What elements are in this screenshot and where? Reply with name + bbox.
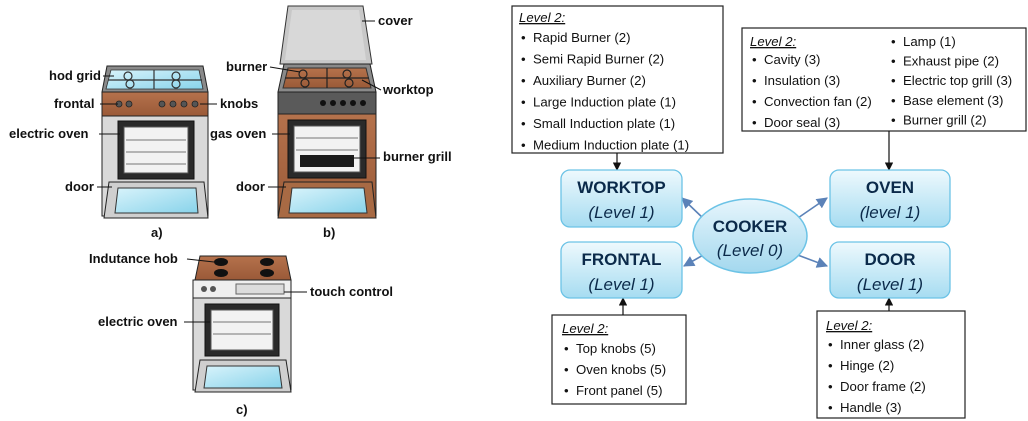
label-door-a: door bbox=[65, 179, 94, 194]
oven-level2-bullet: • bbox=[891, 73, 896, 88]
oven-level2-bullet: • bbox=[891, 112, 896, 127]
node-worktop-title: WORKTOP bbox=[577, 178, 665, 197]
frontal-level2-item: Top knobs (5) bbox=[576, 341, 656, 356]
worktop-level2-item: Rapid Burner (2) bbox=[533, 30, 630, 45]
oven-level2-box: Level 2: • Cavity (3) • Insulation (3) • Conv… bbox=[741, 27, 1027, 132]
label-frontal: frontal bbox=[54, 96, 94, 111]
oven-c bbox=[192, 255, 292, 393]
worktop-level2-item: Small Induction plate (1) bbox=[533, 116, 675, 131]
door-level2-heading: Level 2: bbox=[826, 318, 873, 333]
label-electric-oven-c: electric oven bbox=[98, 314, 178, 329]
node-oven-level: (level 1) bbox=[860, 203, 920, 222]
door-level2-bullet: • bbox=[828, 358, 833, 373]
worktop-level2-heading: Level 2: bbox=[519, 10, 566, 25]
oven-level2-heading: Level 2: bbox=[750, 34, 797, 49]
oven-a bbox=[101, 65, 209, 219]
frontal-level2-heading: Level 2: bbox=[562, 321, 609, 336]
oven-level2-item: Convection fan (2) bbox=[764, 94, 872, 109]
frontal-level2-box: Level 2: • Top knobs (5) • Oven knobs (5) • F… bbox=[551, 314, 687, 405]
oven-level2-item: Exhaust pipe (2) bbox=[903, 54, 999, 69]
frontal-level2-item: Oven knobs (5) bbox=[576, 362, 666, 377]
label-worktop: worktop bbox=[382, 82, 434, 97]
node-cooker-title: COOKER bbox=[713, 217, 788, 236]
door-level2-item: Hinge (2) bbox=[840, 358, 894, 373]
frontal-level2-bullet: • bbox=[564, 341, 569, 356]
oven-level2-bullet: • bbox=[891, 54, 896, 69]
oven-a-labels: hod grid frontal knobs electric oven doo… bbox=[9, 68, 258, 240]
door-level2-item: Door frame (2) bbox=[840, 379, 926, 394]
worktop-level2-item: Large Induction plate (1) bbox=[533, 95, 676, 110]
door-level2-item: Inner glass (2) bbox=[840, 337, 924, 352]
label-burner-grill: burner grill bbox=[383, 149, 452, 164]
oven-b-labels: cover burner worktop gas oven burner gri… bbox=[210, 13, 452, 240]
label-door-b: door bbox=[236, 179, 265, 194]
node-door-title: DOOR bbox=[865, 250, 916, 269]
node-worktop-level: (Level 1) bbox=[588, 203, 654, 222]
node-cooker-level: (Level 0) bbox=[717, 241, 783, 260]
frontal-level2-bullet: • bbox=[564, 383, 569, 398]
worktop-level2-box: Level 2: • Rapid Burner (2) • Semi Rapid Bu… bbox=[511, 5, 724, 154]
label-touch-control: touch control bbox=[310, 284, 393, 299]
worktop-level2-item: Semi Rapid Burner (2) bbox=[533, 52, 664, 67]
node-cooker-root: COOKER (Level 0) bbox=[692, 198, 808, 274]
oven-level2-item: Electric top grill (3) bbox=[903, 73, 1012, 88]
oven-b bbox=[277, 5, 377, 219]
node-oven: OVEN (level 1) bbox=[829, 169, 951, 228]
label-knobs: knobs bbox=[220, 96, 258, 111]
oven-level2-bullet: • bbox=[752, 52, 757, 67]
node-oven-title: OVEN bbox=[866, 178, 914, 197]
label-hod-grid: hod grid bbox=[49, 68, 101, 83]
oven-level2-item: Burner grill (2) bbox=[903, 112, 987, 127]
node-door-level: (Level 1) bbox=[857, 275, 923, 294]
node-frontal-level: (Level 1) bbox=[588, 275, 654, 294]
worktop-level2-bullet: • bbox=[521, 116, 526, 131]
oven-c-labels: Indutance hob touch control electric ove… bbox=[89, 251, 393, 417]
worktop-level2-bullet: • bbox=[521, 73, 526, 88]
label-gas-oven: gas oven bbox=[210, 126, 266, 141]
caption-c: c) bbox=[236, 402, 248, 417]
door-level2-bullet: • bbox=[828, 400, 833, 415]
oven-level2-bullet: • bbox=[891, 34, 896, 49]
node-door: DOOR (Level 1) bbox=[829, 241, 951, 299]
oven-level2-item: Insulation (3) bbox=[764, 73, 840, 88]
frontal-level2-bullet: • bbox=[564, 362, 569, 377]
label-burner: burner bbox=[226, 59, 267, 74]
oven-level2-bullet: • bbox=[891, 93, 896, 108]
caption-a: a) bbox=[151, 225, 163, 240]
worktop-level2-item: Medium Induction plate (1) bbox=[533, 138, 689, 153]
frontal-level2-item: Front panel (5) bbox=[576, 383, 663, 398]
label-cover: cover bbox=[378, 13, 413, 28]
oven-level2-item: Lamp (1) bbox=[903, 34, 956, 49]
oven-level2-item: Door seal (3) bbox=[764, 115, 840, 130]
oven-level2-item: Cavity (3) bbox=[764, 52, 820, 67]
node-worktop: WORKTOP (Level 1) bbox=[560, 169, 683, 228]
caption-b: b) bbox=[323, 225, 335, 240]
label-electric-oven-a: electric oven bbox=[9, 126, 89, 141]
node-frontal: FRONTAL (Level 1) bbox=[560, 241, 683, 299]
worktop-level2-item: Auxiliary Burner (2) bbox=[533, 73, 646, 88]
oven-level2-bullet: • bbox=[752, 115, 757, 130]
worktop-level2-bullet: • bbox=[521, 30, 526, 45]
oven-level2-item: Base element (3) bbox=[903, 93, 1003, 108]
door-level2-bullet: • bbox=[828, 379, 833, 394]
worktop-level2-bullet: • bbox=[521, 138, 526, 153]
door-level2-item: Handle (3) bbox=[840, 400, 902, 415]
oven-level2-bullet: • bbox=[752, 94, 757, 109]
oven-level2-bullet: • bbox=[752, 73, 757, 88]
door-level2-box: Level 2: • Inner glass (2) • Hinge (2) • Door… bbox=[816, 310, 966, 419]
worktop-level2-bullet: • bbox=[521, 95, 526, 110]
worktop-level2-bullet: • bbox=[521, 52, 526, 67]
label-indutance-hob: Indutance hob bbox=[89, 251, 178, 266]
node-frontal-title: FRONTAL bbox=[582, 250, 662, 269]
door-level2-bullet: • bbox=[828, 337, 833, 352]
